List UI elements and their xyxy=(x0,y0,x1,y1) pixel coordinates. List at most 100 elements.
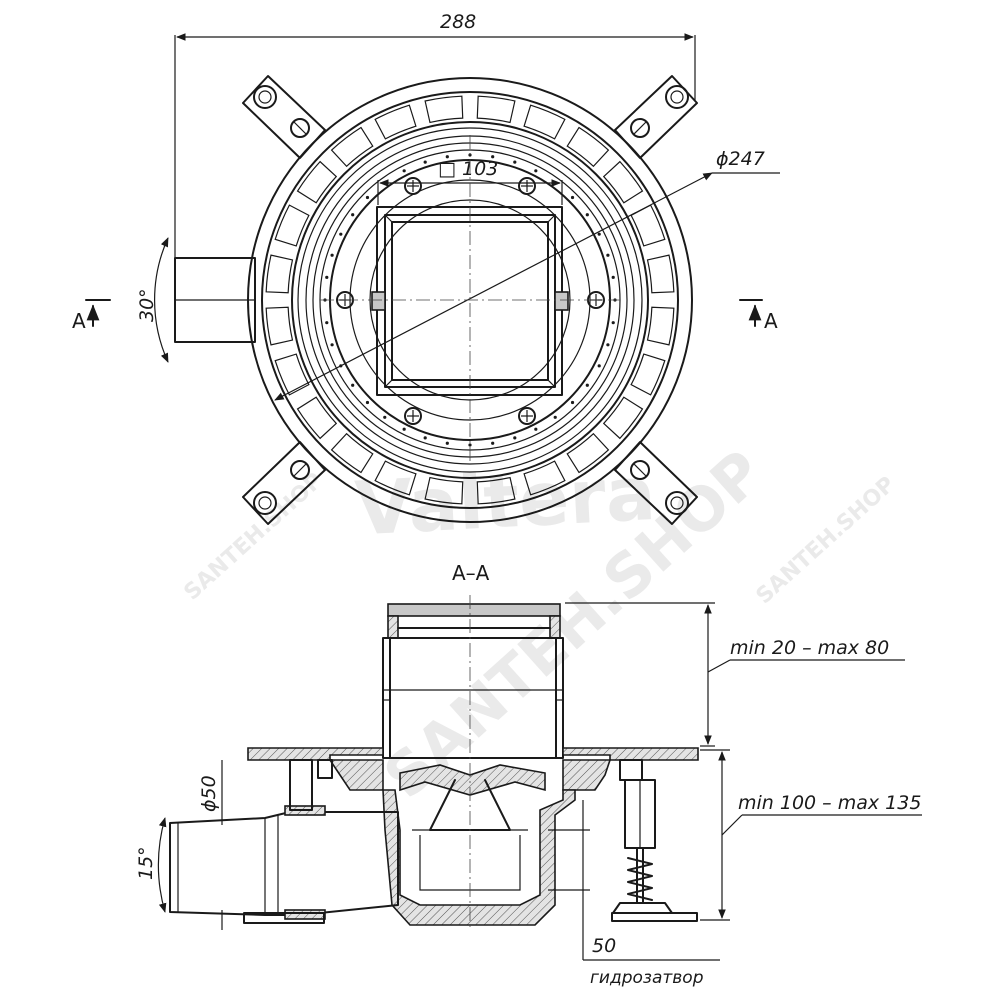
ring-rib xyxy=(523,460,566,496)
ring-dot xyxy=(365,400,370,405)
water-seal-dimension: 50 гидрозатвор xyxy=(548,800,720,988)
ring-dot xyxy=(351,383,355,387)
body-height-label: min 100 – max 135 xyxy=(738,792,921,814)
section-flange xyxy=(247,747,699,791)
ring-dot xyxy=(606,343,610,347)
ring-dot xyxy=(445,155,449,159)
ring-dot xyxy=(606,253,610,257)
section-trap-body xyxy=(382,764,576,926)
shop-watermark-right: SANTEH.SHOP xyxy=(752,472,900,609)
screw-icon xyxy=(518,407,536,425)
outlet-diameter-dimension: ϕ50 xyxy=(198,760,223,930)
outlet-pipe-plan xyxy=(174,257,256,343)
support-leg-right xyxy=(611,759,698,922)
ring-dot xyxy=(402,427,406,431)
ring-rib xyxy=(646,254,675,294)
ring-dot xyxy=(611,321,615,325)
ring-rib xyxy=(296,396,338,440)
ring-rib xyxy=(476,476,516,505)
bracket-top-right xyxy=(614,75,698,159)
section-outlet-pipe xyxy=(169,805,399,924)
ring-dot xyxy=(513,160,517,164)
body-height-dimension: min 100 – max 135 xyxy=(700,749,922,921)
ring-dot xyxy=(330,343,334,347)
ring-dot xyxy=(534,169,538,173)
screw-icon xyxy=(404,407,422,425)
ring-rib xyxy=(424,476,464,505)
ring-dot xyxy=(513,436,517,440)
grate-height-label: min 20 – max 80 xyxy=(730,637,889,659)
ring-dot xyxy=(423,436,427,440)
ring-dot xyxy=(570,195,575,200)
ring-dot xyxy=(423,160,427,164)
bracket-bottom-right xyxy=(614,441,698,525)
ring-dot xyxy=(585,213,589,217)
ring-dot xyxy=(351,213,355,217)
water-seal-label: гидрозатвор xyxy=(590,968,704,988)
section-grate xyxy=(387,603,561,639)
ring-rib xyxy=(566,432,610,474)
section-marker-right-label: A xyxy=(764,309,778,333)
ring-rib xyxy=(424,95,464,124)
ring-dot xyxy=(445,441,449,445)
ring-rib xyxy=(274,204,310,247)
ring-dot xyxy=(585,383,589,387)
ring-rib xyxy=(523,104,566,140)
ring-dot xyxy=(611,275,615,279)
grate-square-symbol: □ xyxy=(438,158,456,180)
ring-dot xyxy=(597,232,601,236)
ring-rib xyxy=(296,160,338,204)
ring-dot xyxy=(330,253,334,257)
bracket-top-left xyxy=(242,75,326,159)
ring-rib xyxy=(646,306,675,346)
ring-rib xyxy=(374,104,417,140)
outlet-angle-plan: 30° xyxy=(136,237,169,363)
outlet-angle-side-label: 15° xyxy=(135,846,157,880)
ring-rib xyxy=(602,396,644,440)
ring-dot xyxy=(597,364,601,368)
ring-rib xyxy=(330,432,374,474)
section-extension xyxy=(382,637,564,759)
ring-dot xyxy=(570,400,575,405)
ring-rib xyxy=(602,160,644,204)
ring-rib xyxy=(330,126,374,168)
mounting-brackets xyxy=(242,75,698,525)
ring-dot xyxy=(365,195,370,200)
ring-rib xyxy=(265,306,294,346)
grate-square-label: 103 xyxy=(462,158,498,180)
ring-dot xyxy=(534,427,538,431)
outlet-diameter-label: ϕ50 xyxy=(198,775,220,812)
screw-icon xyxy=(518,177,536,195)
outlet-angle-top-label: 30° xyxy=(136,288,158,322)
support-leg-left xyxy=(289,759,333,811)
ring-dot xyxy=(339,232,343,236)
ring-dot xyxy=(553,415,557,419)
overall-width-label: 288 xyxy=(440,11,476,33)
ring-dot xyxy=(325,321,329,325)
grate-height-dimension: min 20 – max 80 xyxy=(565,602,905,747)
ring-rib xyxy=(374,460,417,496)
ring-rib xyxy=(630,353,666,396)
ring-rib xyxy=(630,204,666,247)
ring-rib xyxy=(265,254,294,294)
section-marker-left: A xyxy=(72,299,111,333)
overall-width-dimension: 288 xyxy=(174,11,696,270)
ring-diameter-label: ϕ247 xyxy=(716,148,765,170)
screw-icon xyxy=(404,177,422,195)
bracket-bottom-left xyxy=(242,441,326,525)
outlet-angle-side: 15° xyxy=(135,817,167,913)
section-view: A–A xyxy=(135,561,922,988)
ring-rib xyxy=(476,95,516,124)
section-title: A–A xyxy=(452,561,490,585)
ring-rib xyxy=(274,353,310,396)
ring-dot xyxy=(491,155,495,159)
ring-dot xyxy=(468,443,472,447)
brand-watermark: Valtera xyxy=(353,451,658,553)
top-view: 288 xyxy=(72,11,780,525)
ring-rib xyxy=(566,126,610,168)
ring-dot xyxy=(491,441,495,445)
section-marker-left-label: A xyxy=(72,309,86,333)
ring-dot xyxy=(383,415,387,419)
water-seal-value: 50 xyxy=(592,935,616,957)
